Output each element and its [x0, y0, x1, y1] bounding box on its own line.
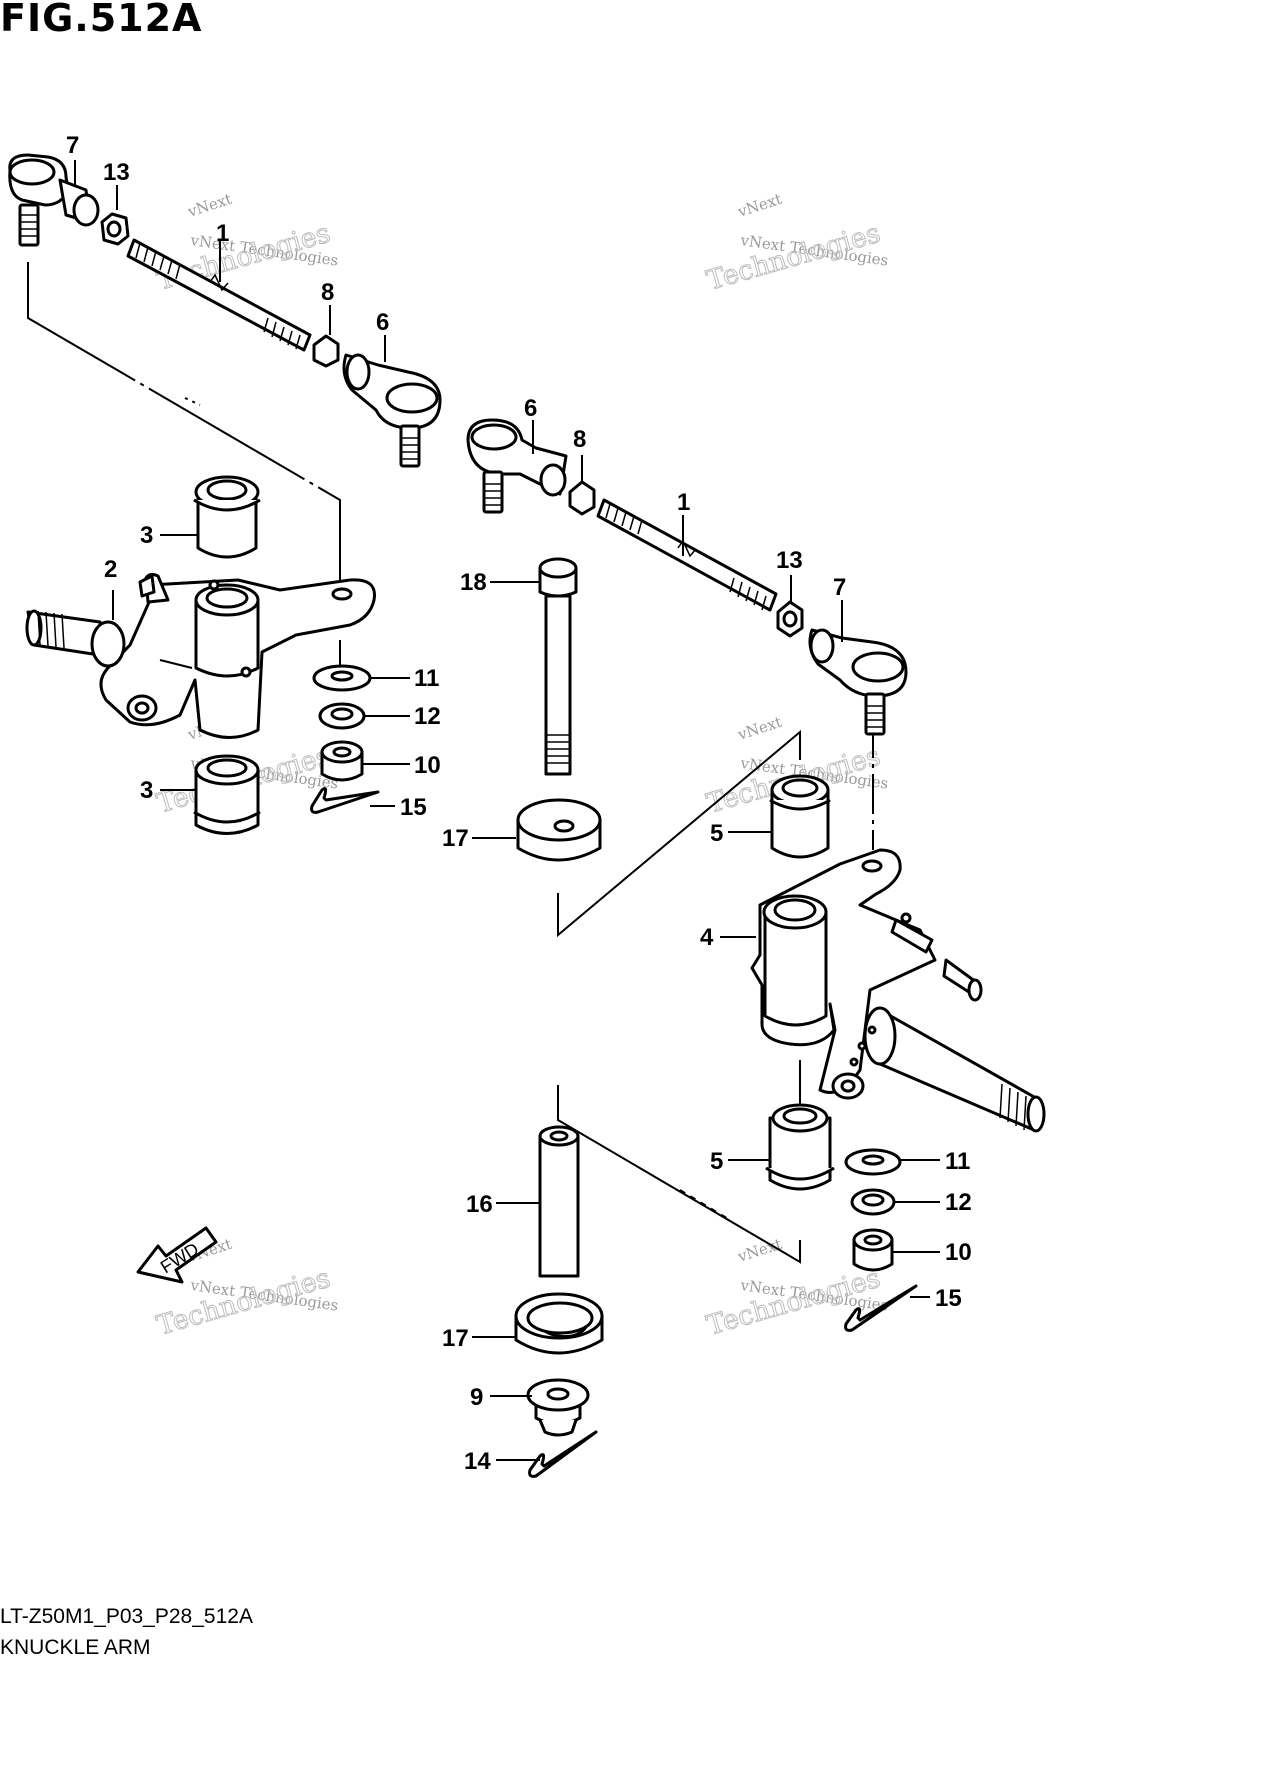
callout-13: 13 [103, 159, 130, 186]
diagram-code: LT-Z50M1_P03_P28_512A [0, 1605, 253, 1628]
callout-4: 4 [700, 924, 714, 951]
bushing-3-lower [193, 754, 261, 835]
callout-17: 17 [442, 825, 469, 852]
nut-10-left [320, 740, 364, 782]
spacer-17-upper [516, 798, 602, 862]
washer-12-left [318, 702, 366, 730]
bushing-5-upper [769, 774, 831, 859]
callout-18: 18 [460, 569, 487, 596]
callout-1: 1 [677, 489, 690, 516]
knuckle-arm-left [25, 572, 376, 739]
washer-12-right [850, 1188, 896, 1216]
pin-16 [538, 1125, 580, 1278]
callout-14: 14 [464, 1448, 491, 1475]
callout-5: 5 [710, 1148, 723, 1175]
cotter-pin-15-left [310, 787, 380, 814]
callout-6: 6 [524, 395, 537, 422]
callout-6: 6 [376, 309, 389, 336]
spacer-17-lower [514, 1292, 604, 1355]
callout-15: 15 [935, 1285, 962, 1312]
callout-7: 7 [833, 574, 846, 601]
callout-7: 7 [66, 132, 79, 159]
watermark-text: vNext [735, 1235, 784, 1266]
cotter-pin-15-right [844, 1284, 918, 1332]
nut-8-right [568, 480, 596, 516]
tie-rod-upper [126, 238, 312, 352]
tie-rod-right [596, 498, 778, 612]
knuckle-arm-right [750, 848, 1046, 1133]
nut-10-right [852, 1228, 894, 1272]
callout-9: 9 [470, 1384, 483, 1411]
bolt-18 [538, 557, 578, 776]
diagram-caption: KNUCKLE ARM [0, 1636, 151, 1659]
callout-13: 13 [776, 547, 803, 574]
callout-labels: 7 13 1 8 6 6 8 1 13 7 3 2 18 11 12 10 3 … [66, 132, 972, 1475]
callout-5: 5 [710, 820, 723, 847]
callout-3: 3 [140, 522, 153, 549]
leader-lines [74, 160, 940, 1461]
washer-11-right [844, 1148, 902, 1176]
figure-title: FIG.512A [0, 0, 203, 40]
nut-13-right [776, 600, 804, 638]
tie-rod-end-6-right [466, 418, 568, 514]
callout-17: 17 [442, 1325, 469, 1352]
washer-11-left [312, 664, 372, 692]
callout-12: 12 [945, 1189, 972, 1216]
assembly-lines [27, 262, 874, 1264]
callout-10: 10 [945, 1239, 972, 1266]
callout-3: 3 [140, 777, 153, 804]
callout-10: 10 [414, 752, 441, 779]
callout-12: 12 [414, 703, 441, 730]
nut-8-upper [312, 334, 340, 368]
castle-nut-9 [526, 1378, 590, 1437]
nut-upper-left [100, 212, 130, 246]
callout-8: 8 [573, 426, 586, 453]
callout-8: 8 [321, 279, 334, 306]
watermark-text: vNext [185, 190, 234, 221]
callout-15: 15 [400, 794, 427, 821]
cotter-pin-14 [528, 1430, 598, 1478]
callout-11: 11 [414, 665, 439, 692]
tie-rod-end-7-right [808, 628, 908, 736]
bushing-5-lower [765, 1103, 835, 1191]
callout-1: 1 [216, 220, 229, 247]
tie-rod-end-upper-left [8, 153, 100, 247]
bushing-3-upper [193, 475, 261, 559]
watermark-text: vNext [735, 190, 784, 221]
tie-rod-end-6-upper [342, 353, 442, 468]
callout-11: 11 [945, 1148, 970, 1175]
callout-16: 16 [466, 1191, 493, 1218]
callout-2: 2 [104, 556, 117, 583]
watermark-text: vNext [735, 713, 784, 744]
